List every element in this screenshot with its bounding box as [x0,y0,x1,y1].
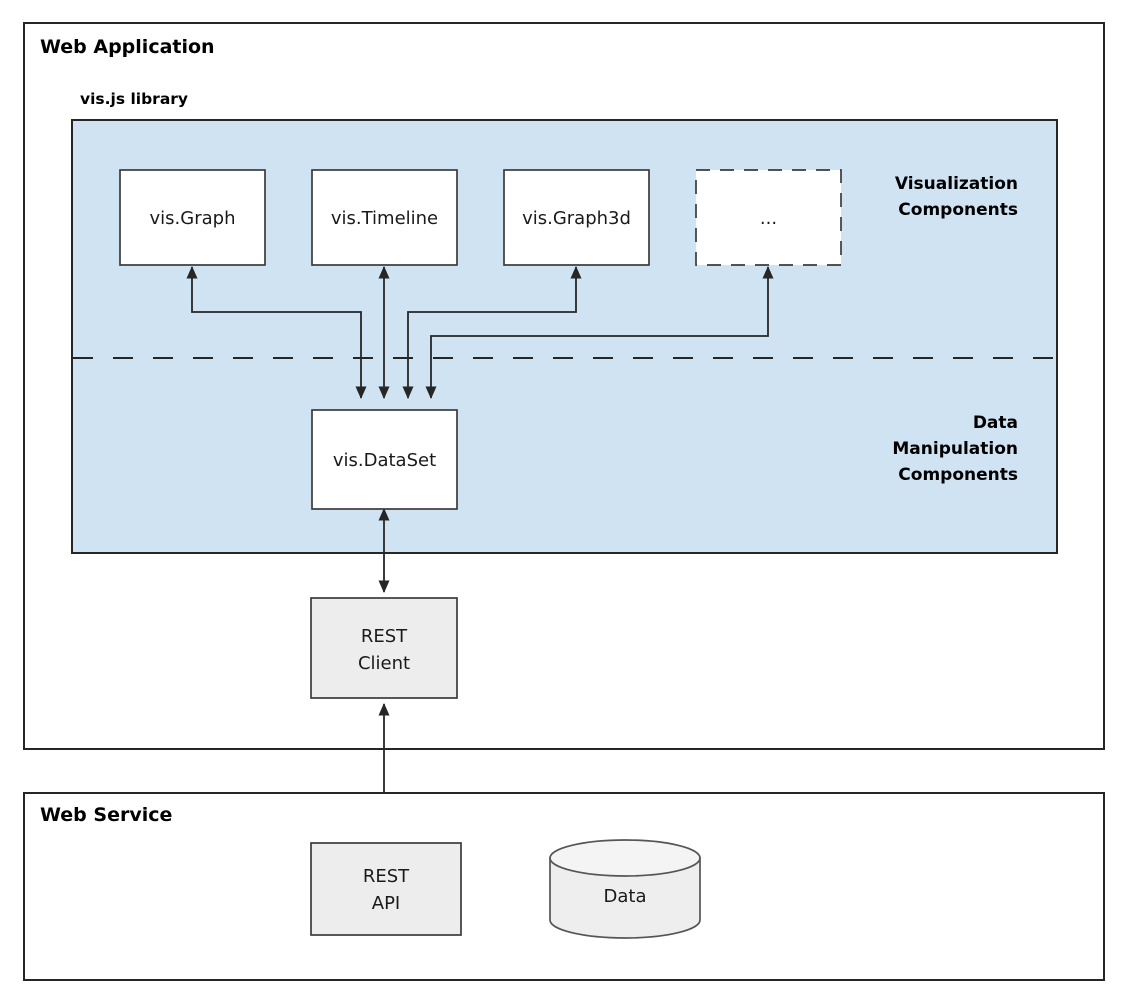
panel-title-web-application: Web Application [40,36,215,58]
group-label-data-manipulation: Data Manipulation Components [892,413,1018,485]
library-title: vis.js library [80,90,188,108]
node-data-store[interactable]: Data [549,839,701,939]
node-vis-graph[interactable]: vis.Graph [119,169,266,266]
node-vis-dataset-label: vis.DataSet [333,450,436,471]
node-rest-api[interactable]: REST API [310,842,462,936]
node-data-store-label: Data [604,886,647,907]
node-vis-timeline[interactable]: vis.Timeline [311,169,458,266]
group-label-visualization: Visualization Components [895,174,1018,220]
connector-more-components-dataset [425,265,774,400]
group-label-data-manipulation-line2: Manipulation [892,439,1018,459]
node-rest-client-label-line1: REST [361,626,408,647]
connector-vis-graph-dataset [186,265,367,400]
group-label-visualization-line2: Components [898,200,1018,220]
node-vis-graph-label: vis.Graph [150,208,236,229]
group-label-visualization-line1: Visualization [895,174,1018,194]
node-vis-dataset[interactable]: vis.DataSet [311,409,458,510]
node-more-components[interactable]: ... [695,169,842,266]
group-label-data-manipulation-line1: Data [973,413,1018,433]
node-rest-client[interactable]: REST Client [310,597,458,699]
group-label-data-manipulation-line3: Components [898,465,1018,485]
node-vis-graph3d-label: vis.Graph3d [522,208,631,229]
panel-title-web-service: Web Service [40,804,172,826]
node-vis-timeline-label: vis.Timeline [331,208,438,229]
node-vis-graph3d[interactable]: vis.Graph3d [503,169,650,266]
node-rest-api-label-line1: REST [363,866,410,887]
node-rest-api-label-line2: API [372,893,400,914]
node-more-components-label: ... [760,208,777,229]
node-rest-client-label-line2: Client [358,653,410,674]
